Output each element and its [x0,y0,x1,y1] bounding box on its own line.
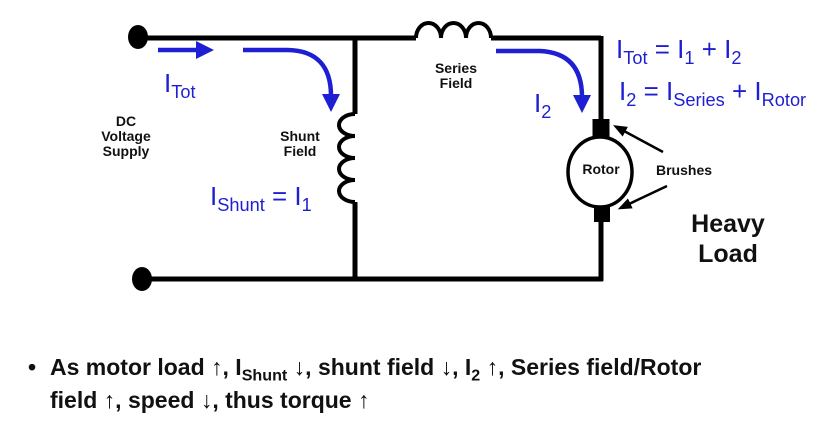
series-field-label: Series Field [434,60,478,91]
shunt-current-arrow [243,47,340,112]
brushes-pointer-top [612,125,664,154]
shunt-field-label: Shunt Field [280,128,320,159]
brush-top [592,119,610,137]
i2-current-arrow [496,48,591,113]
brushes-label: Brushes [656,162,713,178]
note-text: •As motor load ↑, IShunt ↓, shunt field … [28,351,828,417]
ishunt-equation: IShunt = I1 [210,181,312,216]
note-line-2: field ↑, speed ↓, thus torque ↑ [50,387,370,413]
itot-sum-equation: ITot = I1 + I2 [616,34,742,69]
brush-bottom [594,206,610,222]
note-line-1: •As motor load ↑, IShunt ↓, shunt field … [28,351,828,384]
itot-current-label: ITot [164,68,196,103]
heavy-load-label: Heavy Load [691,210,765,268]
series-field-coil [414,21,493,39]
dc-voltage-supply-label: DC Voltage Supply [101,113,151,159]
brushes-pointer-bottom [617,184,668,210]
rotor-label: Rotor [582,161,620,177]
bullet-glyph: • [28,354,37,380]
shunt-field-coil [337,112,356,204]
i2-sum-equation: I2 = ISeries + IRotor [619,76,807,111]
i2-current-label: I2 [534,88,552,123]
